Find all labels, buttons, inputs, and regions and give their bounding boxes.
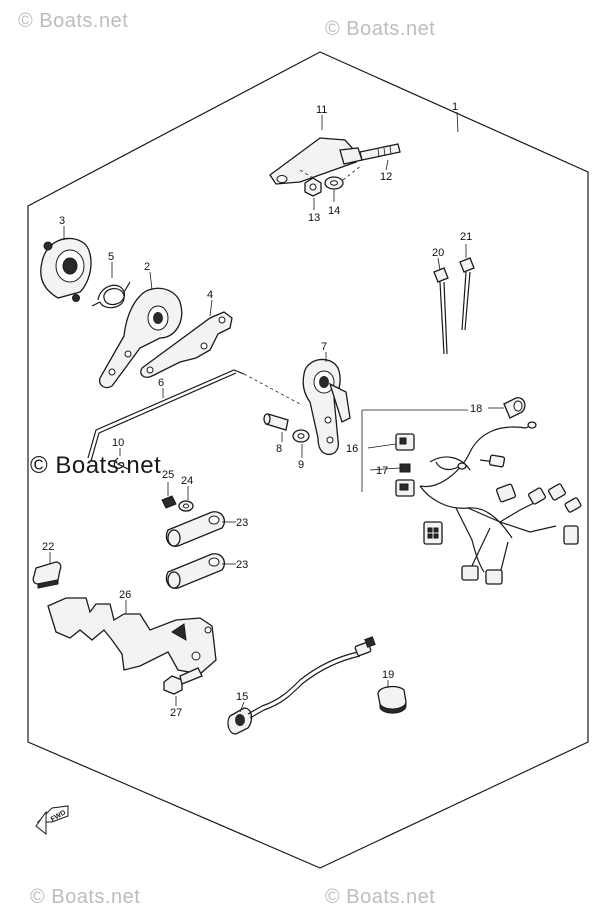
part-13-nut[interactable] <box>304 177 322 197</box>
part-7-lever[interactable] <box>302 358 351 456</box>
part-4-link-plate[interactable] <box>140 311 233 378</box>
part-21-cable-tie[interactable] <box>459 257 475 331</box>
part-25-clip[interactable] <box>161 495 177 509</box>
part-10-clip[interactable] <box>113 457 131 471</box>
part-3-cam[interactable] <box>40 237 92 302</box>
callout-4: 4 <box>207 289 213 301</box>
callout-14: 14 <box>328 205 340 217</box>
part-14-washer[interactable] <box>324 176 344 190</box>
callout-2: 2 <box>144 261 150 273</box>
callout-9: 9 <box>298 459 304 471</box>
callout-21: 21 <box>460 231 472 243</box>
callout-23-lower: 23 <box>236 559 248 571</box>
watermark-middle-left: © Boats.net <box>30 452 162 479</box>
callout-18: 18 <box>470 403 482 415</box>
part-19-cap[interactable] <box>377 685 407 714</box>
part-17-fuse[interactable] <box>399 463 411 473</box>
watermark-bottom-left: © Boats.net <box>30 886 141 908</box>
callout-17: 17 <box>376 465 388 477</box>
callout-19: 19 <box>382 669 394 681</box>
part-11-bracket[interactable] <box>269 137 363 185</box>
callout-3: 3 <box>59 215 65 227</box>
part-5-spring[interactable] <box>91 281 131 309</box>
callout-13: 13 <box>308 212 320 224</box>
main-wiring-harness[interactable] <box>419 421 582 585</box>
harness-connector-small <box>395 479 415 497</box>
watermark-top-right: © Boats.net <box>325 18 436 40</box>
part-15-sensor[interactable] <box>227 636 376 735</box>
callout-16: 16 <box>346 443 358 455</box>
part-2-lever[interactable] <box>99 287 183 389</box>
part-6-rod[interactable] <box>87 369 301 462</box>
callout-24: 24 <box>181 475 193 487</box>
watermark-bottom-right: © Boats.net <box>325 886 436 908</box>
part-12-stud[interactable] <box>359 143 401 161</box>
assembly-frame <box>27 51 589 869</box>
callout-10: 10 <box>112 437 124 449</box>
part-24-washer[interactable] <box>178 500 194 512</box>
callout-20: 20 <box>432 247 444 259</box>
part-16-relay[interactable] <box>395 433 415 451</box>
callout-1: 1 <box>452 101 458 113</box>
callout-6: 6 <box>158 377 164 389</box>
part-20-cable-tie[interactable] <box>433 267 449 355</box>
part-18-plug[interactable] <box>503 397 526 419</box>
callout-27: 27 <box>170 707 182 719</box>
callout-15: 15 <box>236 691 248 703</box>
callout-25: 25 <box>162 469 174 481</box>
part-27-bolt[interactable] <box>163 667 203 695</box>
fwd-arrow-icon: FWD <box>35 805 69 836</box>
callout-5: 5 <box>108 251 114 263</box>
callout-12: 12 <box>380 171 392 183</box>
watermark-top-left: © Boats.net <box>18 10 129 32</box>
part-26-bracket-plate[interactable] <box>47 597 217 675</box>
callout-23-upper: 23 <box>236 517 248 529</box>
part-23-joint-lower[interactable] <box>165 553 226 589</box>
part-22-pad[interactable] <box>32 561 62 589</box>
part-23-joint-upper[interactable] <box>165 511 226 547</box>
callout-26: 26 <box>119 589 131 601</box>
callout-11: 11 <box>316 104 327 116</box>
callout-7: 7 <box>321 341 327 353</box>
callout-22: 22 <box>42 541 54 553</box>
part-9-washer[interactable] <box>292 429 310 443</box>
callout-8: 8 <box>276 443 282 455</box>
part-8-pin[interactable] <box>263 413 289 431</box>
